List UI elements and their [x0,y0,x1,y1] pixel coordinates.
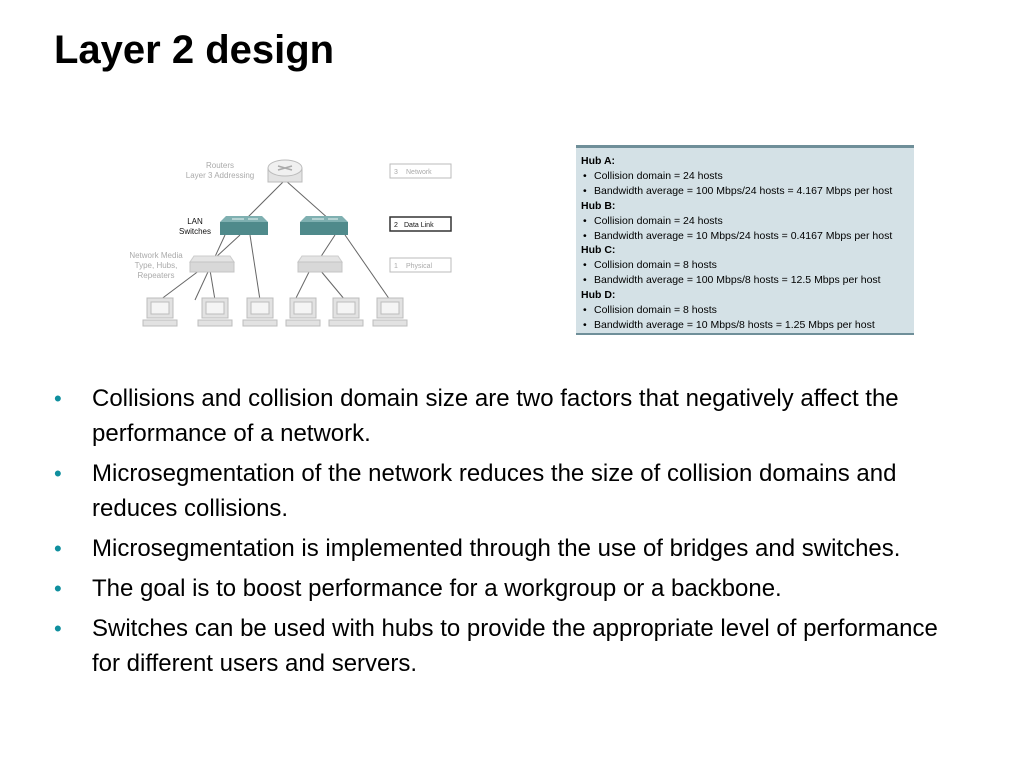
workstation-icon [242,297,278,327]
bullet-item: Microsegmentation of the network reduces… [54,456,954,526]
routers-label: Routers [206,161,234,170]
workstation-icon [285,297,321,327]
workstation-icon [328,297,364,327]
layer-box-data-link: 2 Data Link [389,216,452,232]
workstation-icon [197,297,233,327]
hub-d-block: Hub D: Collision domain = 8 hosts Bandwi… [581,288,908,333]
hub-item: Bandwidth average = 10 Mbps/24 hosts = 0… [581,229,908,244]
hub-item: Collision domain = 8 hosts [581,258,908,273]
workstation-icon [142,297,178,327]
diagram-links [159,179,391,301]
hub-item: Bandwidth average = 100 Mbps/8 hosts = 1… [581,273,908,288]
hub-c-block: Hub C: Collision domain = 8 hosts Bandwi… [581,243,908,288]
network-diagram: Routers Layer 3 Addressing LAN Switches … [120,150,470,335]
layer-box-network: 3 Network [389,163,452,179]
media-sublabel-2: Repeaters [138,271,175,280]
media-label: Network Media [129,251,183,260]
layer-num: 2 [394,222,398,229]
bullet-item: Collisions and collision domain size are… [54,381,954,451]
workstations [142,297,408,327]
layer-num: 1 [394,263,398,270]
hub-item: Collision domain = 24 hosts [581,169,908,184]
lan-label: LAN [187,217,203,226]
hub-item: Collision domain = 8 hosts [581,303,908,318]
lan-switch-icon [220,216,268,235]
network-diagram-svg: Routers Layer 3 Addressing LAN Switches … [129,159,452,327]
hub-name: Hub A: [581,155,616,167]
bullet-list: Collisions and collision domain size are… [54,381,954,686]
hub-bandwidth-panel: Hub A: Collision domain = 24 hosts Bandw… [576,145,914,335]
hub-icon [189,255,235,273]
lan-switch-icon [300,216,348,235]
bullet-item: The goal is to boost performance for a w… [54,571,954,606]
media-sublabel: Type, Hubs, [135,261,178,270]
bullet-item: Switches can be used with hubs to provid… [54,611,954,681]
hub-icon [297,255,343,273]
hub-name: Hub C: [581,244,616,257]
layer-name: Network [406,169,432,176]
layer-name: Physical [406,263,433,270]
layer-num: 3 [394,169,398,176]
router-icon [267,159,303,183]
layer-name: Data Link [404,222,434,229]
hub-item: Collision domain = 24 hosts [581,214,908,229]
bullet-item: Microsegmentation is implemented through… [54,531,954,566]
routers-sublabel: Layer 3 Addressing [186,171,255,180]
hub-item: Bandwidth average = 100 Mbps/24 hosts = … [581,184,908,199]
workstation-icon [372,297,408,327]
hub-name: Hub B: [581,199,616,212]
hub-item: Bandwidth average = 10 Mbps/8 hosts = 1.… [581,318,908,333]
hub-b-block: Hub B: Collision domain = 24 hosts Bandw… [581,199,908,244]
switches-label: Switches [179,227,211,236]
slide-title: Layer 2 design [54,28,335,72]
hub-name: Hub D: [581,289,616,302]
layer-box-physical: 1 Physical [389,257,452,273]
hub-a-block: Hub A: Collision domain = 24 hosts Bandw… [581,154,908,199]
